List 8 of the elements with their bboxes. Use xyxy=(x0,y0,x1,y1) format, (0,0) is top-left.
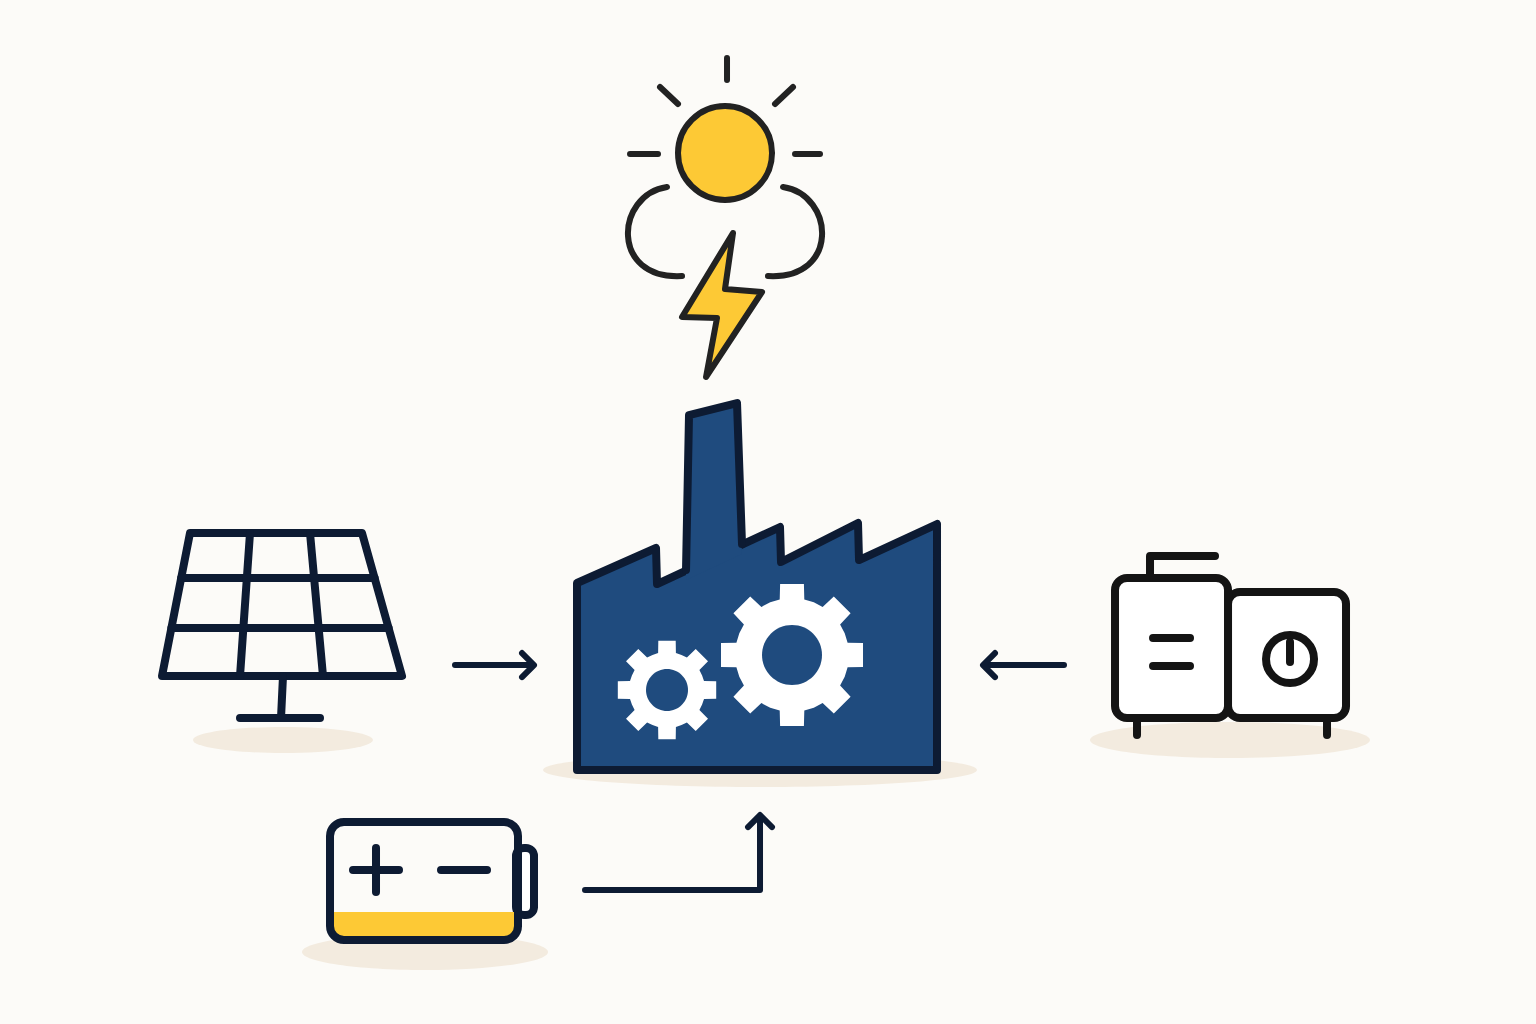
solar-panel-illustration xyxy=(158,529,406,722)
arrow xyxy=(452,650,537,680)
battery-illustration xyxy=(326,818,538,944)
generator-illustration xyxy=(1111,552,1350,739)
sun-lightning-illustration xyxy=(625,55,825,380)
arrow xyxy=(980,650,1067,680)
factory-illustration xyxy=(573,399,941,774)
arrow xyxy=(582,812,775,893)
